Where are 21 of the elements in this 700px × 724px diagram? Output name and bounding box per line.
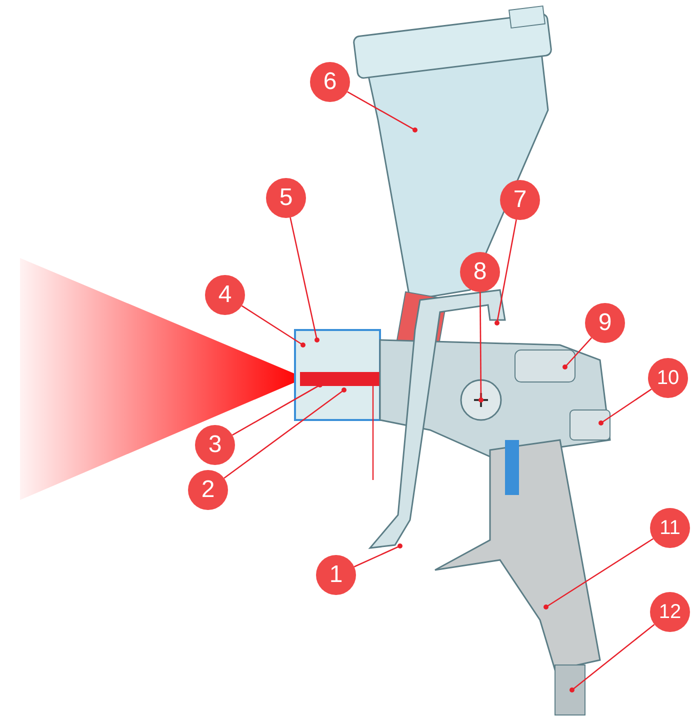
leader-line — [224, 388, 346, 479]
callout-number: 1 — [316, 555, 356, 595]
leader-line — [562, 337, 592, 370]
leader-line — [570, 624, 655, 692]
leader-line — [290, 217, 320, 342]
leader-line — [354, 544, 402, 568]
callout-number: 2 — [188, 470, 228, 510]
callout-number: 11 — [650, 508, 690, 548]
leader-line — [544, 538, 654, 610]
leader-line — [598, 388, 652, 426]
callout-number: 4 — [205, 275, 245, 315]
callout-number: 5 — [266, 178, 306, 218]
callout-number: 7 — [500, 180, 540, 220]
callout-number: 12 — [650, 592, 690, 632]
callout-number: 10 — [648, 358, 688, 398]
callout-number: 9 — [585, 303, 625, 343]
leader-line — [494, 220, 517, 326]
callout-number: 3 — [195, 425, 235, 465]
leader-line — [241, 305, 306, 348]
callout-number: 6 — [310, 62, 350, 102]
leader-line — [347, 91, 418, 132]
